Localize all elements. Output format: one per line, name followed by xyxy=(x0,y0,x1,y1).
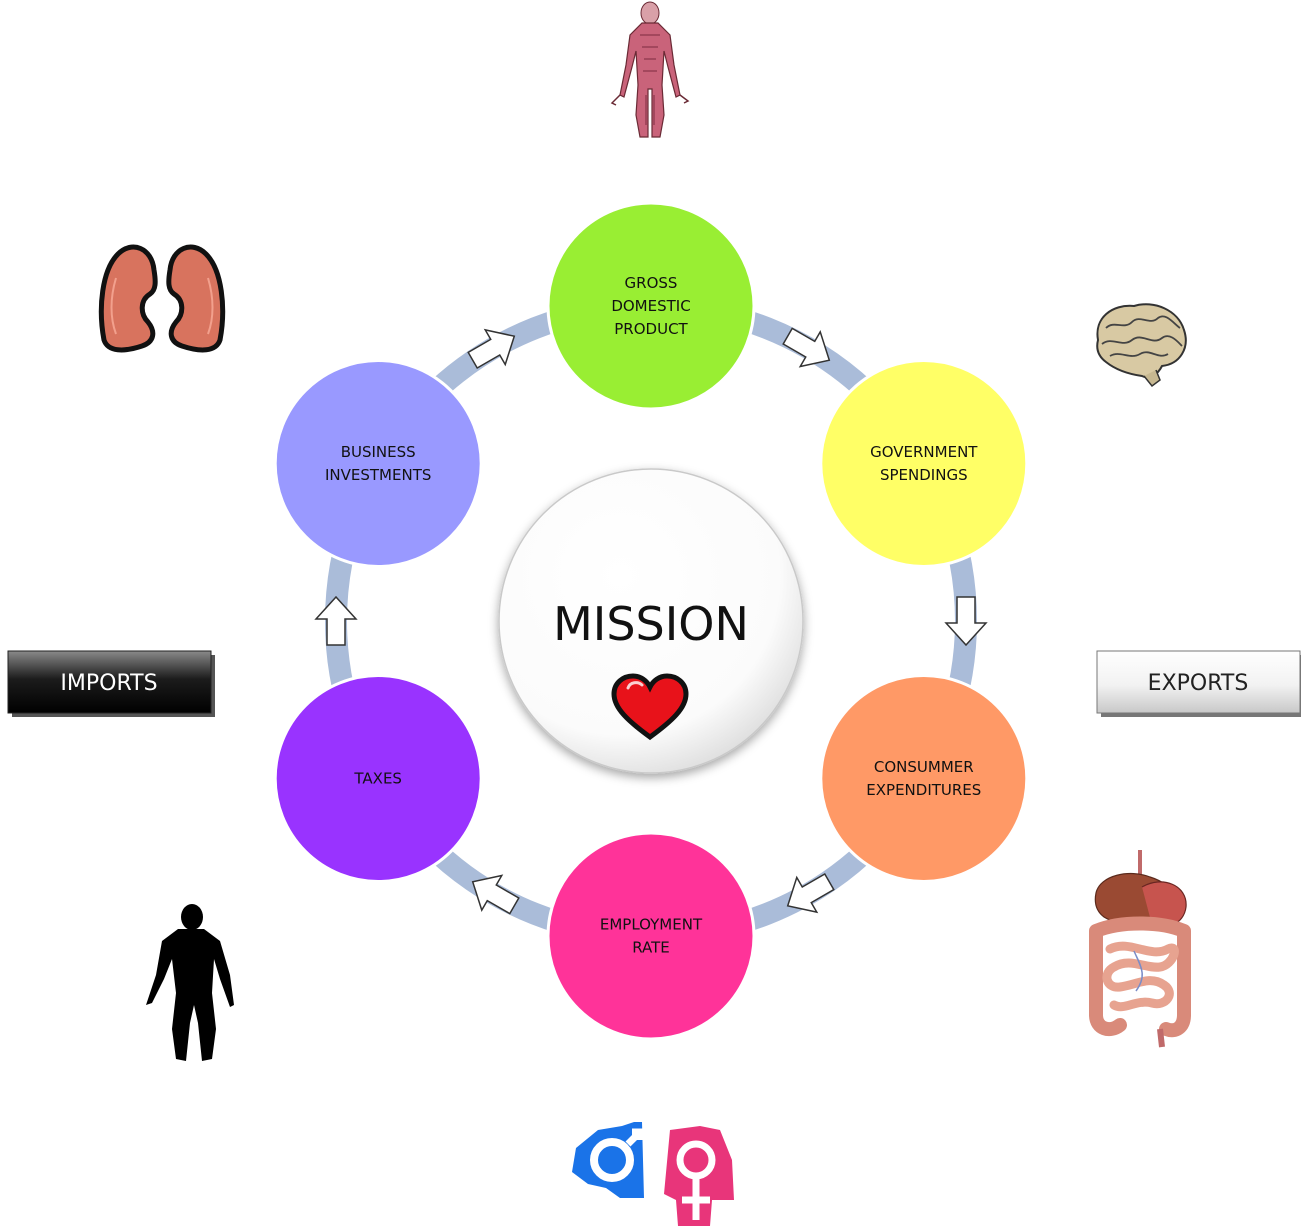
flow-arrow xyxy=(786,872,835,914)
node-circle xyxy=(546,831,756,1041)
exports-label: EXPORTS xyxy=(1148,671,1249,696)
node-label: DOMESTIC xyxy=(611,297,690,315)
human-silhouette-icon xyxy=(146,904,234,1061)
flow-arrow xyxy=(467,328,516,370)
node-circle xyxy=(819,359,1029,568)
node-circle xyxy=(273,674,483,883)
exports-box: EXPORTS xyxy=(1096,650,1301,717)
flow-arrow xyxy=(471,874,520,915)
flow-arrow xyxy=(782,327,831,368)
digestive-system-icon xyxy=(1089,850,1191,1048)
heart-shine xyxy=(626,681,644,690)
node-label: INVESTMENTS xyxy=(325,466,431,484)
node-label: RATE xyxy=(632,939,670,957)
heart-icon xyxy=(611,673,689,741)
brain-icon xyxy=(1096,303,1187,388)
node-label: GOVERNMENT xyxy=(870,443,978,461)
node-business: BUSINESS INVESTMENTS xyxy=(273,359,483,568)
cycle-nodes: GROSS DOMESTIC PRODUCT GOVERNMENT SPENDINGS C… xyxy=(273,201,1029,1041)
node-circle xyxy=(819,674,1029,883)
node-label: BUSINESS xyxy=(341,443,416,461)
flow-arrow xyxy=(944,596,988,647)
node-circle xyxy=(273,359,483,568)
flow-arrows xyxy=(314,327,988,915)
node-label: CONSUMMER xyxy=(874,758,974,776)
node-label: EXPENDITURES xyxy=(866,781,981,799)
node-circle xyxy=(546,201,756,411)
center-label: MISSION xyxy=(553,597,749,651)
muscle-body-icon xyxy=(610,1,690,138)
node-gdp: GROSS DOMESTIC PRODUCT xyxy=(546,201,756,411)
node-government: GOVERNMENT SPENDINGS xyxy=(819,359,1029,568)
node-label: PRODUCT xyxy=(614,320,688,338)
node-label: GROSS xyxy=(625,274,678,292)
center-circle xyxy=(498,468,804,774)
lungs-icon xyxy=(98,244,226,353)
node-label: SPENDINGS xyxy=(880,466,968,484)
node-taxes: TAXES xyxy=(273,674,483,883)
center-hub: MISSION xyxy=(498,468,804,774)
node-consumer: CONSUMMER EXPENDITURES xyxy=(819,674,1029,883)
flow-arrow xyxy=(314,595,358,646)
node-label: EMPLOYMENT xyxy=(600,916,703,934)
gender-symbols-icon xyxy=(572,1122,734,1226)
imports-label: IMPORTS xyxy=(60,671,157,696)
node-label: TAXES xyxy=(353,770,402,788)
imports-box: IMPORTS xyxy=(7,650,215,717)
node-employment: EMPLOYMENT RATE xyxy=(546,831,756,1041)
